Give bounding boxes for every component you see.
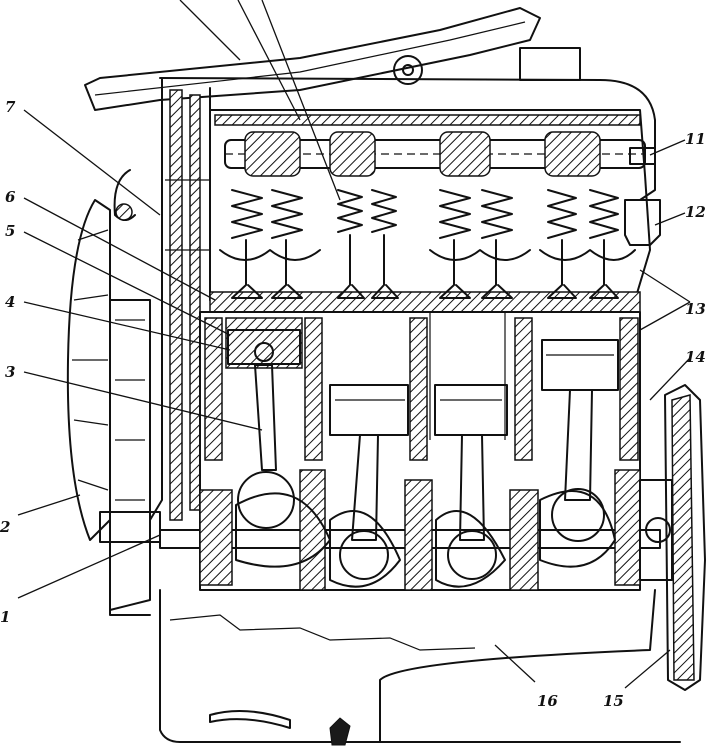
callout-16: 16 <box>537 692 558 710</box>
callout-12: 12 <box>685 203 706 221</box>
oil-pan <box>159 589 681 746</box>
valve-cover <box>84 7 656 201</box>
cylinder-block <box>199 311 641 591</box>
callout-2: 2 <box>0 518 10 536</box>
callout-5: 5 <box>5 222 15 240</box>
callout-1: 1 <box>0 608 10 626</box>
callout-4: 4 <box>5 293 15 311</box>
valve-springs <box>231 189 619 239</box>
callout-7: 7 <box>5 98 16 116</box>
callout-11: 11 <box>685 130 706 148</box>
callout-3: 3 <box>5 363 15 381</box>
callout-labels: 1 2 3 4 5 6 7 11 12 13 14 15 16 <box>0 98 706 710</box>
connecting-rods <box>237 364 605 580</box>
valves <box>219 234 636 299</box>
crankshaft <box>159 469 661 591</box>
cylinder-head <box>209 109 656 313</box>
callout-15: 15 <box>603 692 624 710</box>
callout-6: 6 <box>5 188 16 206</box>
oil-filler-tube <box>113 169 136 221</box>
oil-filter-housing <box>624 199 661 246</box>
callout-14: 14 <box>685 348 706 366</box>
callout-13: 13 <box>685 300 706 318</box>
cooling-fan <box>66 199 161 616</box>
leader-lines <box>17 0 691 689</box>
flywheel <box>639 384 706 691</box>
